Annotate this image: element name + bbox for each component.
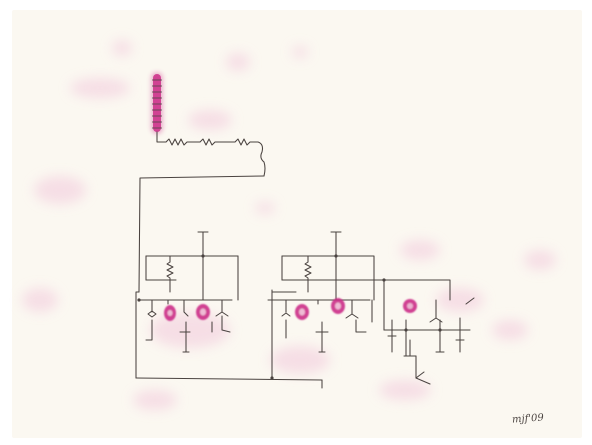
resistor-left-1 [166,261,174,293]
pink-blob-2 [196,304,210,320]
artist-signature: mjf'09 [512,412,545,425]
junction-dots [137,254,442,380]
pink-blob-5 [403,299,417,313]
resistor-top-1 [165,138,201,146]
resistor-mid-1 [304,261,312,293]
pink-coil [151,72,163,134]
pink-blob-4 [331,298,345,314]
pink-blob-1 [164,305,176,321]
resistor-top-2 [199,138,236,146]
pink-blob-3 [295,304,309,320]
pink-components [164,298,417,321]
circuit-schematic [135,131,475,389]
resistor-top-3 [234,138,259,146]
